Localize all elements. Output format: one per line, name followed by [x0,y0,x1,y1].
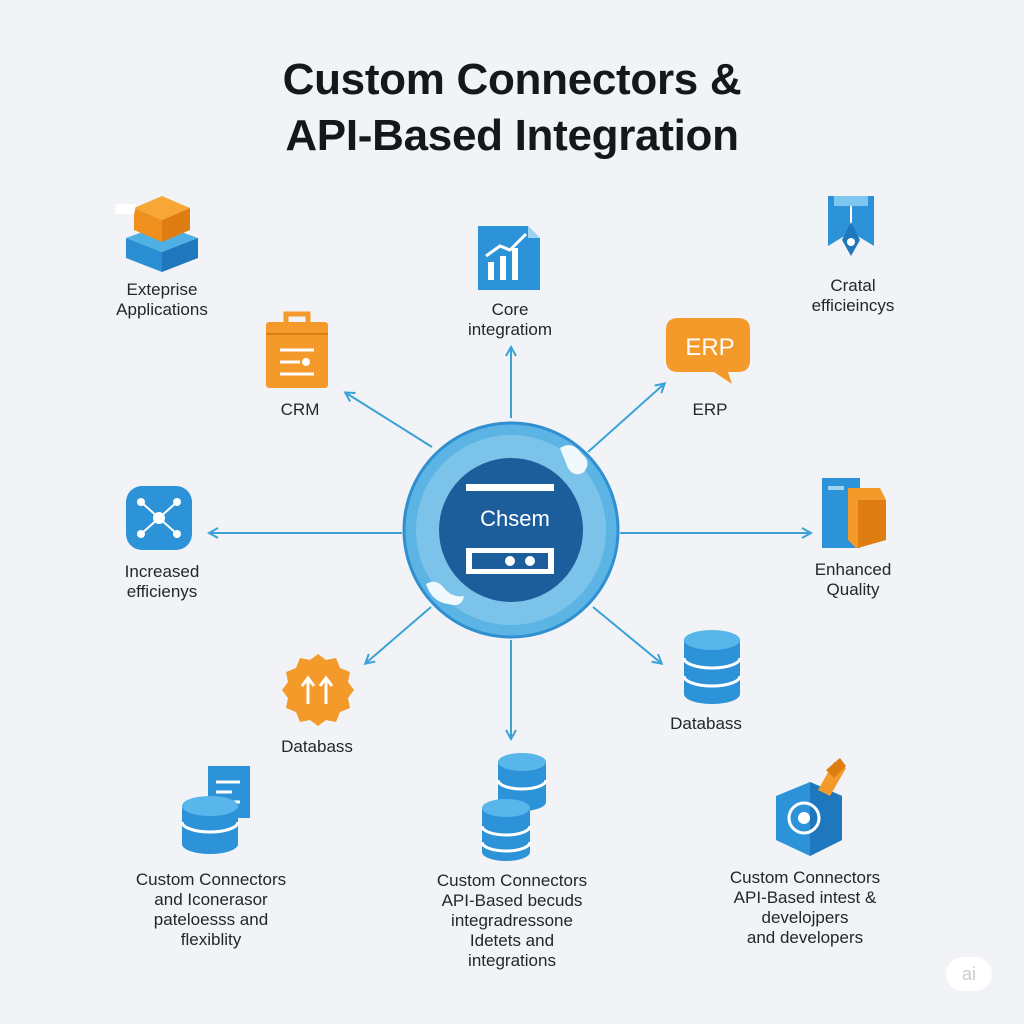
node-core-line-2: integratiom [467,320,553,339]
node-quality-line-2: Quality [826,580,880,599]
connector-arrows [210,348,810,738]
node-crm: CRM [281,400,320,420]
chart-document-icon [478,226,540,290]
cube-stack-icon [114,196,198,272]
database-panel-icon [180,766,250,854]
node-database-right-line-1: Databass [670,714,742,733]
node-crata: Cratal efficieincys [812,276,895,316]
node-bottom-right: Custom Connectors API-Based intest & dev… [730,868,880,948]
node-bottom-center-line-1: Custom Connectors [436,871,588,890]
node-bottom-right-line-3: develojpers [761,908,849,927]
speech-bubble-icon: ERP [666,318,750,384]
title-line-1: Custom Connectors & [282,55,742,104]
arrow-to-erp [587,384,664,453]
node-increased: Increased efficienys [125,562,200,602]
node-core: Core integratiom [468,300,552,340]
watermark-badge: ai [946,957,992,991]
node-crm-line-1: CRM [280,400,320,419]
node-erp: ERP [693,400,728,420]
node-bottom-center-line-4: Idetets and [469,931,555,950]
clipboard-icon [266,311,328,388]
node-bottom-left-line-1: Custom Connectors [135,870,287,889]
node-crata-line-2: efficieincys [811,296,895,315]
erp-badge-text: ERP [685,334,734,361]
node-bottom-right-line-4: and developers [746,928,864,947]
hub [402,421,620,639]
banner-tag-icon [828,196,874,256]
target-cube-icon [776,758,846,856]
node-bottom-left-line-4: flexiblity [180,930,242,949]
arrow-to-database-right [592,606,661,663]
node-erp-line-1: ERP [692,400,728,419]
title-line-2: API-Based Integration [285,111,739,160]
node-crata-line-1: Cratal [830,276,876,295]
arrow-to-crm [346,393,433,448]
node-bottom-left-line-2: and Iconerasor [154,890,268,909]
node-database-left: Databass [281,737,353,757]
network-nodes-icon [126,486,192,550]
node-bottom-left: Custom Connectors and Iconerasor pateloe… [136,870,286,950]
node-bottom-left-line-3: pateloesss and [153,910,269,929]
node-enterprise-line-2: Applications [116,300,208,319]
arrow-to-database-left [366,606,432,663]
node-enterprise-line-1: Exteprise [126,280,198,299]
database-icon [682,630,742,704]
gear-arrows-icon [282,654,354,726]
hub-label: Chsem [480,506,550,531]
node-database-left-line-1: Databass [281,737,353,756]
node-quality-line-1: Enhanced [814,560,892,579]
node-bottom-center: Custom Connectors API-Based becuds integ… [437,871,587,971]
database-stack-icon [480,753,548,861]
page-title: Custom Connectors & API-Based Integratio… [0,52,1024,164]
node-increased-line-1: Increased [124,562,200,581]
node-bottom-right-line-1: Custom Connectors [729,868,881,887]
documents-icon [822,478,886,548]
node-database-right: Databass [670,714,742,734]
node-increased-line-2: efficienys [126,582,198,601]
node-bottom-right-line-2: API-Based intest & [733,888,877,907]
node-enterprise: Exteprise Applications [116,280,208,320]
node-bottom-center-line-3: integradressone [451,911,573,930]
server-icon [466,484,554,574]
node-core-line-1: Core [491,300,529,319]
node-quality: Enhanced Quality [815,560,892,600]
node-bottom-center-line-5: integrations [468,951,556,970]
node-bottom-center-line-2: API-Based becuds [441,891,583,910]
